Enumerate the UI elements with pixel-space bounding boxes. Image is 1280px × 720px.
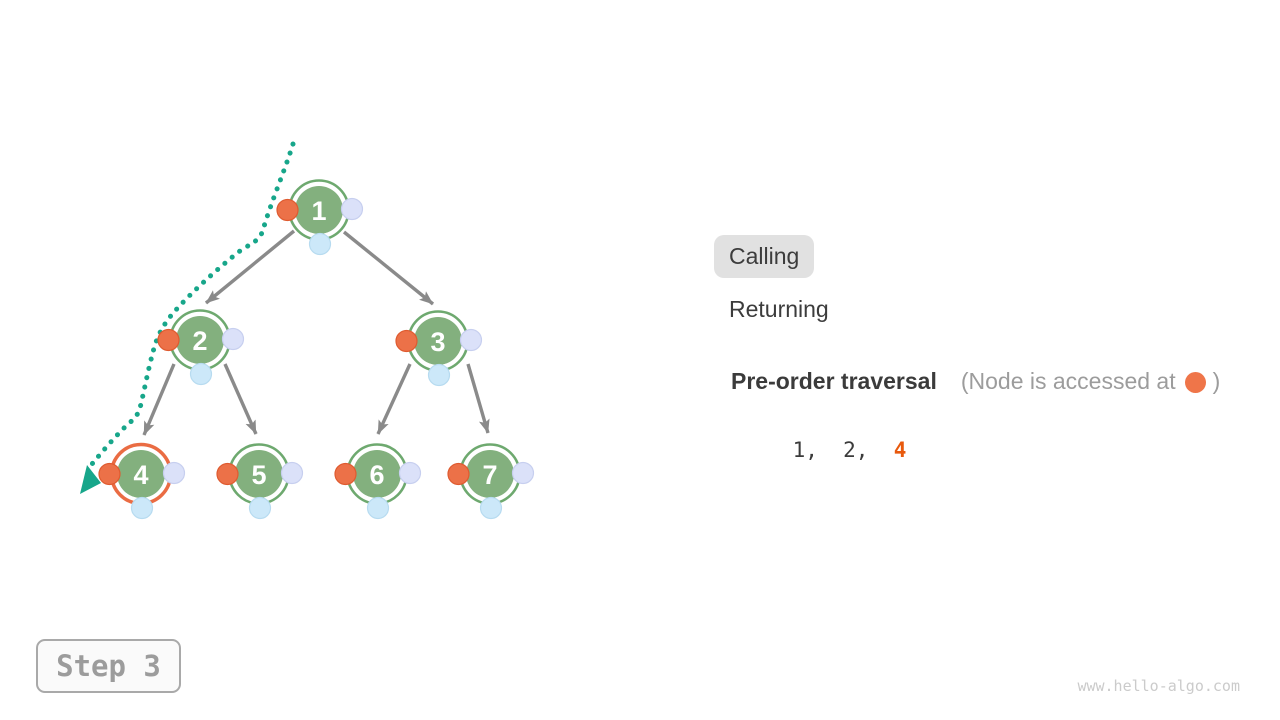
node-circle <box>176 316 224 364</box>
edge-2-5 <box>223 363 258 435</box>
tree-node-7: 7 <box>447 443 535 520</box>
recursion-trace-arrowhead <box>80 465 101 494</box>
traversal-note-close: ) <box>1212 368 1221 394</box>
inorder-access-dot <box>130 496 154 520</box>
inorder-access-dot <box>366 496 390 520</box>
preorder-access-dot <box>395 329 418 353</box>
inorder-access-dot <box>308 232 332 256</box>
step-indicator: Step 3 <box>36 639 181 693</box>
access-point-dot-icon <box>1184 372 1206 393</box>
inorder-access-dot <box>189 362 213 386</box>
edge-3-6 <box>376 363 412 435</box>
traversal-note: (Node is accessed at ) <box>961 368 1220 395</box>
node-circle <box>295 186 343 234</box>
node-circle <box>353 450 401 498</box>
tree-node-3: 3 <box>395 310 483 387</box>
recursion-trace-path <box>89 141 296 467</box>
postorder-access-dot <box>398 461 422 485</box>
tree-node-2: 2 <box>157 309 245 386</box>
state-legend: Calling Returning <box>714 235 829 323</box>
inorder-access-dot <box>479 496 503 520</box>
nodes-layer: 1 2 3 4 5 6 7 <box>98 179 535 520</box>
node-circle <box>414 317 462 365</box>
postorder-access-dot <box>459 328 483 352</box>
legend-returning-label: Returning <box>729 296 829 322</box>
recursion-trace-layer <box>80 141 296 494</box>
watermark-url: www.hello-algo.com <box>1077 677 1240 695</box>
tree-node-4: 4 <box>98 442 186 520</box>
node-value: 4 <box>133 460 148 490</box>
node-value: 1 <box>311 196 326 226</box>
tree-node-1: 1 <box>276 179 364 256</box>
preorder-access-dot <box>157 328 180 352</box>
preorder-access-dot <box>334 462 357 486</box>
traversal-note-text: (Node is accessed at <box>960 368 1176 394</box>
traversal-sequence: 1, 2, 4 <box>742 414 907 486</box>
node-value: 5 <box>251 460 266 490</box>
preorder-access-dot <box>276 198 299 222</box>
node-value: 7 <box>482 460 497 490</box>
edge-2-4 <box>142 363 176 436</box>
node-value: 3 <box>430 327 445 357</box>
node-circle <box>117 450 165 498</box>
node-value: 2 <box>192 326 207 356</box>
tree-node-6: 6 <box>334 443 422 520</box>
inorder-access-dot <box>427 363 451 387</box>
traversal-title: Pre-order traversal <box>731 368 937 394</box>
postorder-access-dot <box>280 461 304 485</box>
sequence-current-value: 4 <box>893 438 907 462</box>
preorder-access-dot <box>98 462 121 486</box>
edge-1-2 <box>204 229 296 305</box>
postorder-access-dot <box>162 461 186 485</box>
postorder-access-dot <box>221 327 245 351</box>
node-circle <box>466 450 514 498</box>
postorder-access-dot <box>511 461 535 485</box>
preorder-access-dot <box>216 462 239 486</box>
edge-1-3 <box>342 230 435 306</box>
node-value: 6 <box>369 460 384 490</box>
postorder-access-dot <box>340 197 364 221</box>
edge-3-7 <box>466 363 490 434</box>
sequence-visited-values: 1, 2, <box>792 438 894 462</box>
inorder-access-dot <box>248 496 272 520</box>
legend-calling-badge: Calling <box>714 235 815 278</box>
step-label: Step 3 <box>56 649 161 683</box>
node-circle <box>235 450 283 498</box>
tree-node-5: 5 <box>216 443 304 520</box>
edges-layer <box>142 229 490 436</box>
traversal-heading: Pre-order traversal (Node is accessed at… <box>731 368 1220 395</box>
preorder-access-dot <box>447 462 470 486</box>
